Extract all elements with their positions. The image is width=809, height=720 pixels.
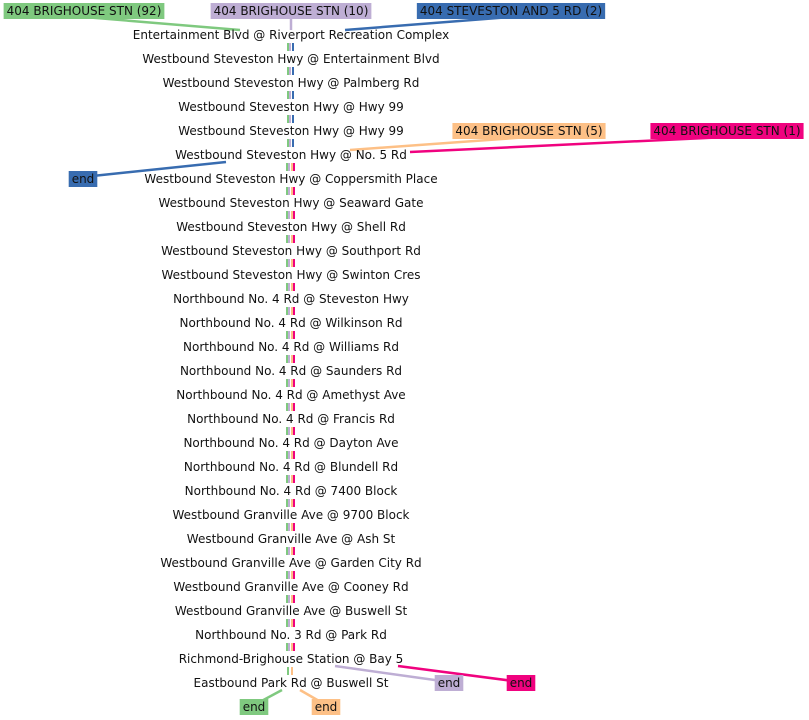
stop-label: Northbound No. 3 Rd @ Park Rd [195,628,387,642]
stop-label: Northbound No. 4 Rd @ Steveston Hwy [173,292,409,306]
route-connector [349,135,530,152]
route-tag-box [311,699,341,715]
route-tag-label: 404 BRIGHOUSE STN (10) [214,4,369,18]
route-tag-box [506,675,536,691]
route-connector [334,664,450,684]
stop-label: Westbound Granville Ave @ 9700 Block [172,508,409,522]
route-tag-label: end [315,700,338,714]
stop-label: Westbound Granville Ave @ Cooney Rd [173,580,408,594]
route-tag-box [68,171,98,187]
route-tag-label: 404 STEVESTON AND 5 RD (2) [420,4,602,18]
stop-label: Eastbound Park Rd @ Buswell St [194,676,389,690]
route-tag-box [452,123,606,139]
stop-label: Westbound Granville Ave @ Buswell St [175,604,408,618]
route-connector [83,15,241,32]
stop-label: Westbound Granville Ave @ Ash St [187,532,396,546]
route-tag-box [650,123,804,139]
route-connectors [82,15,728,707]
route-connector [397,664,522,684]
route-tag-label: 404 BRIGHOUSE STN (1) [653,124,800,138]
route-tag-label: 404 BRIGHOUSE STN (5) [455,124,602,138]
route-connector [409,135,728,154]
stop-label: Westbound Steveston Hwy @ Coppersmith Pl… [144,172,437,186]
stop-label: Northbound No. 4 Rd @ Dayton Ave [183,436,398,450]
route-connector [82,160,227,179]
stop-label: Northbound No. 4 Rd @ Francis Rd [187,412,395,426]
stop-label: Northbound No. 4 Rd @ Amethyst Ave [176,388,405,402]
route-tag-label: end [510,676,533,690]
stop-label: Westbound Steveston Hwy @ Southport Rd [161,244,421,258]
stop-label: Westbound Steveston Hwy @ Entertainment … [142,52,439,66]
route-tag-box [239,699,269,715]
route-tag-box [210,3,372,19]
route-tag-box [3,3,165,19]
route-tag-box [434,675,464,691]
stop-label: Westbound Steveston Hwy @ Hwy 99 [178,100,404,114]
route-tag-box [416,3,606,19]
stop-label: Northbound No. 4 Rd @ Williams Rd [183,340,399,354]
stop-label: Westbound Steveston Hwy @ Shell Rd [176,220,406,234]
route-segments [286,43,295,675]
route-tag-label: 404 BRIGHOUSE STN (92) [7,4,162,18]
stop-label: Northbound No. 4 Rd @ Blundell Rd [184,460,398,474]
stop-label: Westbound Steveston Hwy @ Palmberg Rd [163,76,420,90]
stop-label: Westbound Steveston Hwy @ Hwy 99 [178,124,404,138]
stop-label: Westbound Granville Ave @ Garden City Rd [160,556,421,570]
stop-label: Entertainment Blvd @ Riverport Recreatio… [133,28,449,42]
stop-label: Richmond-Brighouse Station @ Bay 5 [179,652,404,666]
stop-label: Westbound Steveston Hwy @ Seaward Gate [159,196,424,210]
stop-label: Northbound No. 4 Rd @ Wilkinson Rd [179,316,402,330]
route-tag-label: end [72,172,95,186]
route-tag-label: end [243,700,266,714]
route-tag-label: end [438,676,461,690]
stop-label: Northbound No. 4 Rd @ Saunders Rd [180,364,402,378]
stop-label: Northbound No. 4 Rd @ 7400 Block [185,484,398,498]
stop-labels: Entertainment Blvd @ Riverport Recreatio… [133,28,449,690]
route-tags: 404 BRIGHOUSE STN (92) 404 BRIGHOUSE STN … [3,3,804,715]
stop-label: Westbound Steveston Hwy @ No. 5 Rd [175,148,407,162]
stop-label: Westbound Steveston Hwy @ Swinton Cres [161,268,420,282]
route-connector [344,15,512,32]
